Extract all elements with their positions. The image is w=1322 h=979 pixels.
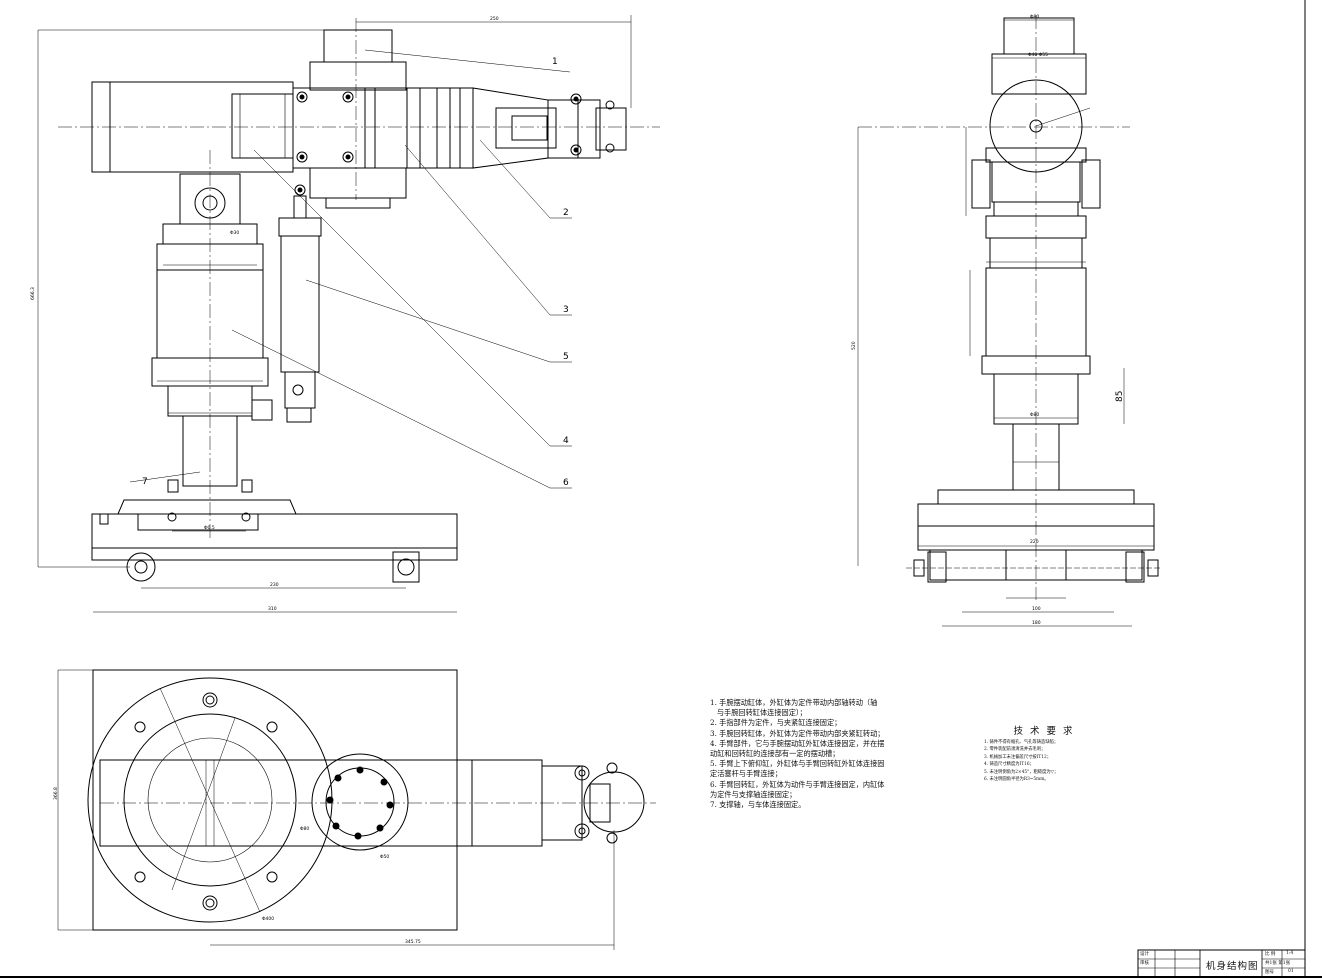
- part-number-1: 1: [552, 57, 558, 67]
- technical-requirements: 技 术 要 求 1. 铸件不得有缩孔、气孔等铸造缺陷； 2. 零件装配前须清洗并…: [984, 726, 1104, 783]
- dim-side-base: 220: [1030, 539, 1039, 545]
- part-number-7: 7: [142, 477, 148, 487]
- side-view: [857, 15, 1160, 627]
- title-block: 设计 审核 机身结构图 比 例 1:4 共1张 第1张 图号 01: [1138, 950, 1305, 977]
- dim-plan-h: 366.8: [53, 787, 59, 800]
- dim-front-base-inner: 230: [270, 582, 279, 588]
- tech-item: 6. 未注明圆角半径为R3~5mm。: [984, 777, 1049, 783]
- front-view: [37, 15, 660, 613]
- note-line: 7. 支撑轴，与车体连接固定。: [710, 800, 806, 810]
- dim-side-b2: 180: [1032, 620, 1041, 626]
- plan-view: [57, 669, 656, 950]
- tech-item: 5. 未注明倒角为2×45°，粗糙度为▽；: [984, 769, 1059, 775]
- note-line: 1. 手腕摆动缸体，外缸体为定件带动内部轴转动（轴: [710, 698, 878, 707]
- dim-side-mid: Φ80: [1030, 412, 1039, 418]
- tb-scale-value: 1:4: [1286, 951, 1294, 956]
- tb-scale-label: 比 例: [1265, 952, 1276, 957]
- tech-item: 1. 铸件不得有缩孔、气孔等铸造缺陷；: [984, 740, 1059, 745]
- tech-item: 2. 零件装配前须清洗并去毛刺；: [984, 747, 1046, 753]
- dim-front-base-total: 310: [268, 606, 277, 612]
- title-block-lines: [1137, 949, 1306, 978]
- part-number-2: 2: [563, 208, 569, 218]
- part-number-4: 5: [563, 352, 569, 362]
- tb-sheets: 共1张 第1张: [1265, 961, 1291, 966]
- assembly-notes: 1. 手腕摆动缸体，外缸体为定件带动内部轴转动（轴 与手腕回转缸体连接固定）； …: [710, 698, 935, 810]
- drawing-title: 机身结构图: [1206, 961, 1259, 972]
- dim-plan-d2: Φ400: [262, 916, 274, 922]
- note-line: 为定件与支撑轴连接固定；: [710, 789, 797, 799]
- dim-front-bolt: Φ30: [230, 230, 239, 236]
- tech-item: 4. 铸造尺寸精度为IT16；: [984, 762, 1034, 768]
- note-line: 与手腕回转缸体连接固定）；: [710, 708, 807, 718]
- note-line: 动缸和回转缸的连接部有一定的摆动槽；: [710, 749, 840, 759]
- tech-item: 3. 机械加工未注偏差尺寸按IT12；: [984, 754, 1052, 760]
- dim-front-top: 250: [490, 16, 499, 22]
- note-line: 2. 手指部件为定件，与夹紧缸连接固定；: [710, 718, 842, 728]
- dim-side-85: 85: [1115, 391, 1125, 402]
- dim-side-height: 520: [851, 341, 857, 350]
- tb-drawing-value: 01: [1288, 969, 1294, 974]
- part-number-6: 6: [563, 478, 569, 488]
- part-number-3: 3: [563, 305, 569, 315]
- tb-design: 设计: [1140, 952, 1149, 957]
- dim-side-top-a: Φ80: [1030, 14, 1039, 20]
- note-line: 3. 手腕回转缸体，外缸体为定件带动内部夹紧缸转动；: [710, 728, 885, 738]
- part-number-5: 4: [563, 436, 569, 446]
- dim-side-b1: 100: [1032, 606, 1041, 612]
- note-line: 6. 手臂回转缸，外缸体为动件与手臂连接固定，内缸体: [710, 779, 885, 789]
- dim-plan-w: 345.75: [405, 939, 421, 945]
- dim-front-height: 666.3: [30, 287, 36, 300]
- dim-plan-d3: Φ50: [380, 854, 389, 860]
- dim-front-col: Φ0.5: [204, 525, 215, 531]
- dim-plan-d1: Φ80: [300, 826, 309, 832]
- note-line: 4. 手臂部件，它与手腕摆动缸外缸体连接固定，并在摆: [710, 738, 885, 748]
- note-line: 定活塞杆与手臂连接；: [710, 769, 782, 779]
- tech-title: 技 术 要 求: [1013, 726, 1075, 737]
- tb-check: 审核: [1140, 961, 1149, 966]
- note-line: 5. 手臂上下俯仰缸，外缸体与手臂回转缸外缸体连接固: [710, 759, 885, 769]
- tb-drawing-label: 图号: [1265, 970, 1274, 975]
- dim-side-top-b: Φ40 Φ55: [1028, 52, 1048, 58]
